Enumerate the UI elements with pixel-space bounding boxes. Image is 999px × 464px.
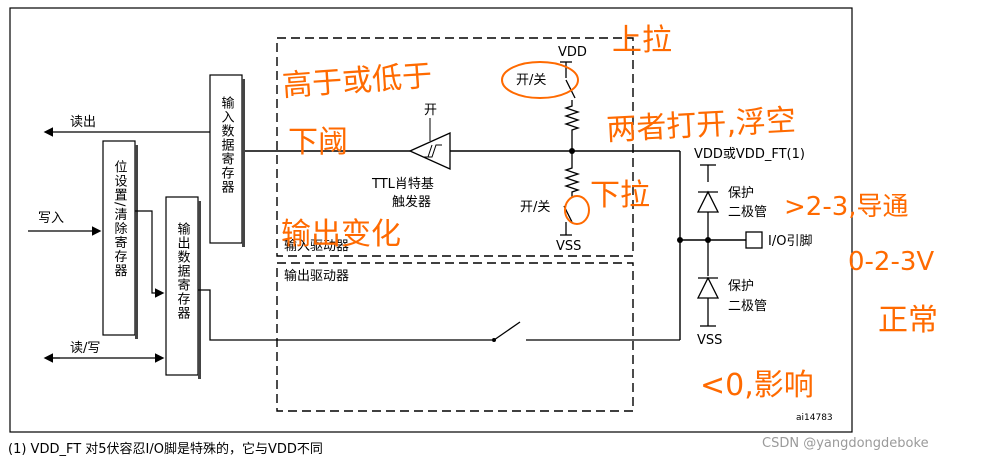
read-label: 读出 [70, 115, 96, 130]
vss-label-2: VSS [697, 333, 722, 348]
input-data-register-label: 输入数据寄存器 [219, 95, 235, 194]
switch-top-label: 开 [424, 103, 437, 118]
annotation-circle-switch-2 [564, 195, 590, 225]
write-label: 写入 [38, 211, 64, 226]
annotation-output-change: 输出变化 [281, 217, 401, 252]
protect-label-2: 保护 [728, 279, 754, 294]
diode-label-2: 二极管 [728, 299, 767, 314]
annotation-v-range-1: >2-3,导通 [784, 192, 909, 222]
output-switch-pivot [492, 338, 496, 342]
hysteresis-icon [424, 144, 442, 158]
rw-label: 读/写 [70, 341, 100, 356]
output-data-register-box [165, 196, 199, 376]
set-to-output-line [135, 210, 165, 298]
shadow-2 [242, 79, 245, 247]
protect-diode-lower [696, 276, 720, 299]
output-path [198, 289, 492, 341]
switch-onoff-label-1: 开/关 [516, 73, 546, 88]
set-reset-register-box [102, 140, 136, 336]
outer-frame [9, 7, 853, 433]
vdd-label: VDD [558, 45, 587, 60]
watermark: CSDN @yangdongdeboke [762, 436, 929, 451]
annotation-both-open-floating: 两者打开,浮空 [606, 103, 797, 148]
shadow-1 [135, 145, 138, 339]
protect-diode-upper [696, 190, 720, 213]
ttl-schmitt-label-2: 触发器 [392, 194, 431, 210]
annotation-v-range-2: 0-2-3V [848, 247, 934, 277]
output-driver-frame [276, 262, 634, 412]
annotation-threshold: 下阈 [288, 125, 348, 160]
pull-down-resistor [563, 151, 581, 198]
diode-label: 二极管 [728, 205, 767, 220]
switch-onoff-label-2: 开/关 [520, 200, 550, 215]
io-pin-label: I/O引脚 [768, 233, 812, 249]
input-driver-frame [276, 37, 634, 257]
annotation-high-low: 高于或低于 [281, 59, 433, 104]
annotation-pull-down: 下拉 [590, 178, 650, 213]
input-data-register-box [209, 74, 243, 244]
ttl-schmitt-label: TTL肖特基 [371, 177, 434, 192]
annotation-circle-switch [501, 61, 579, 99]
footnote: (1) VDD_FT 对5伏容忍I/O脚是特殊的，它与VDD不同 [8, 442, 323, 457]
set-reset-register-label: 位设置/清除寄存器 [112, 160, 128, 278]
bus-junction-dot [677, 237, 683, 243]
io-structure-diagram: 位设置/清除寄存器 输入数据寄存器 输出数据寄存器 读出 写入 读/写 开 TT… [9, 7, 938, 433]
annotation-normal: 正常 [878, 303, 938, 338]
output-driver-label: 输出驱动器 [284, 268, 349, 284]
vss-label: VSS [556, 239, 581, 254]
vdd-or-vddft-label: VDD或VDD_FT(1) [694, 147, 805, 162]
pull-up-switch [565, 79, 576, 99]
figure-code: ai14783 [796, 413, 833, 423]
annotation-effect: <0,影响 [700, 368, 814, 403]
annotation-pull-up: 上拉 [612, 23, 672, 58]
output-switch [493, 321, 521, 341]
protect-label: 保护 [728, 186, 754, 201]
io-pin-square [745, 231, 763, 249]
output-data-register-label: 输出数据寄存器 [175, 221, 191, 320]
pull-up-resistor [563, 100, 581, 151]
input-driver-label: 输入驱动器 [284, 238, 349, 254]
